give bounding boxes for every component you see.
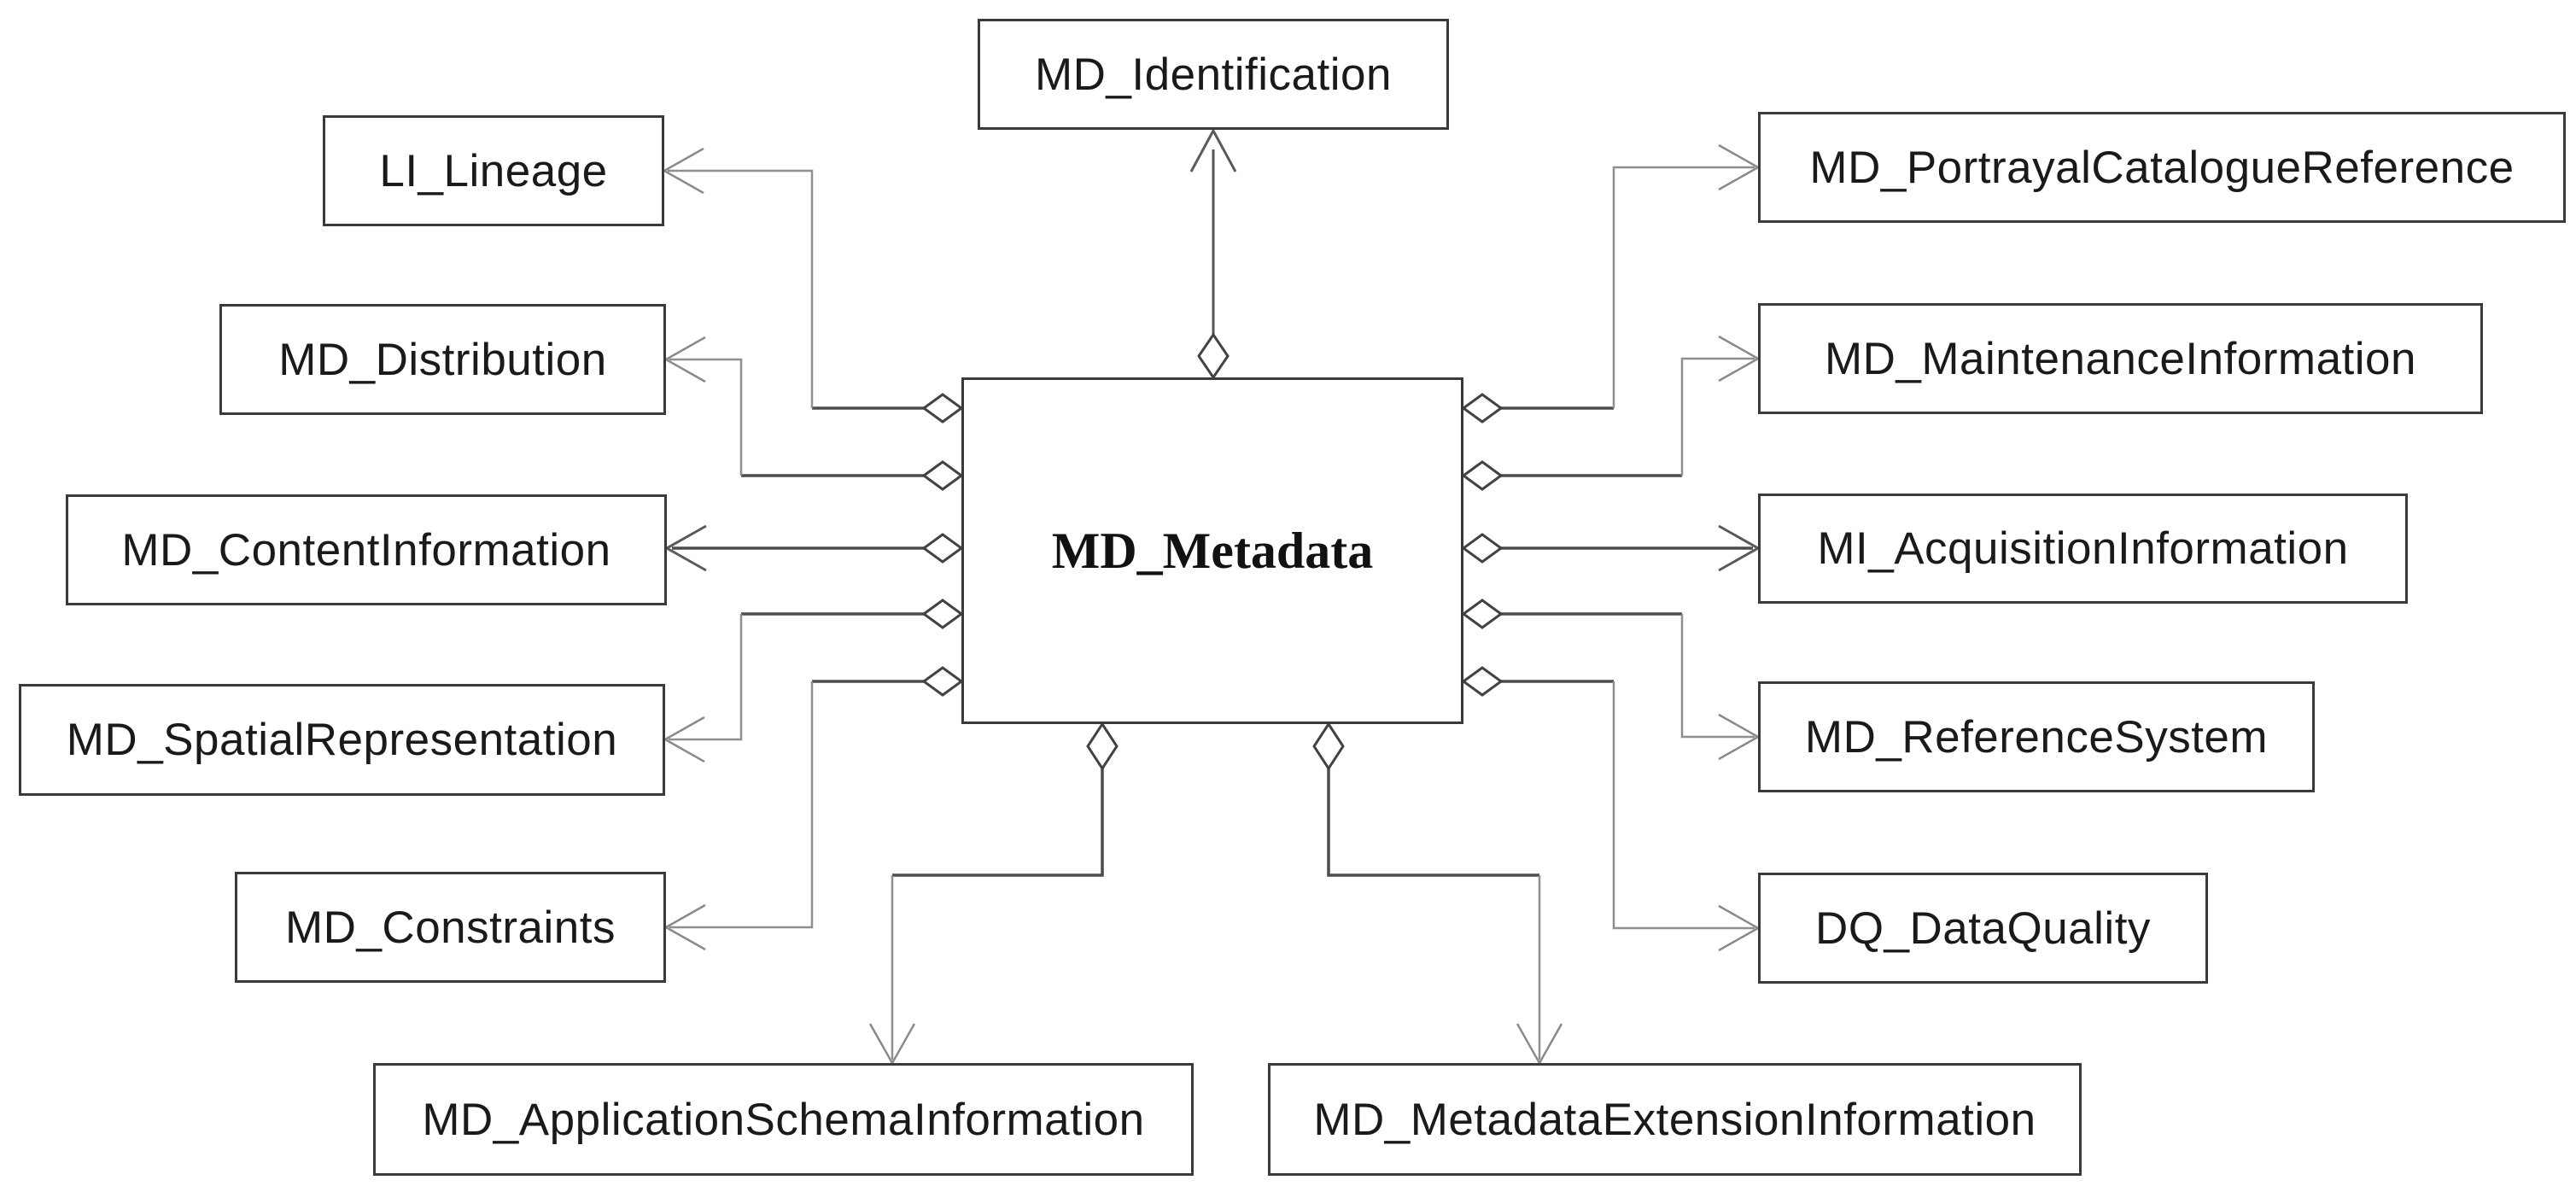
- aggregation-diamond-right-3: [1461, 533, 1504, 564]
- class-box-md-constraints: MD_Constraints: [235, 872, 666, 983]
- connector-maintenance: [1461, 335, 1761, 491]
- connector-acquisition: [1461, 524, 1761, 572]
- aggregation-diamond-left-5: [921, 666, 964, 697]
- arrowhead-left-spatial: [663, 716, 705, 763]
- aggregation-diamond-right-4: [1461, 599, 1504, 629]
- class-box-li-lineage: LI_Lineage: [323, 115, 664, 226]
- class-box-md-reference-system: MD_ReferenceSystem: [1758, 681, 2315, 792]
- connector-data-quality: [1461, 666, 1761, 952]
- aggregation-diamond-left-4: [921, 599, 964, 629]
- class-box-md-application-schema-information: MD_ApplicationSchemaInformation: [373, 1063, 1194, 1176]
- aggregation-diamond-left-3: [921, 533, 964, 564]
- class-box-md-portrayal-catalogue-reference: MD_PortrayalCatalogueReference: [1758, 112, 2566, 223]
- aggregation-diamond-left-2: [921, 460, 964, 491]
- connector-spatial-representation: [663, 599, 964, 763]
- connector-distribution: [663, 336, 964, 491]
- class-box-md-distribution: MD_Distribution: [219, 304, 666, 415]
- aggregation-diamond-right-1: [1461, 393, 1504, 424]
- class-box-md-spatial-representation: MD_SpatialRepresentation: [19, 684, 665, 796]
- connector-application-schema: [868, 722, 1119, 1066]
- aggregation-diamond-right-2: [1461, 460, 1504, 491]
- connector-identification: [1189, 127, 1237, 380]
- class-box-md-identification: MD_Identification: [978, 19, 1449, 130]
- arrowhead-left-constraints: [663, 903, 706, 951]
- arrowhead-left-content: [663, 524, 707, 572]
- class-box-mi-acquisition-information: MI_AcquisitionInformation: [1758, 494, 2408, 604]
- class-box-md-metadata-extension-information: MD_MetadataExtensionInformation: [1268, 1063, 2082, 1176]
- aggregation-diamond-top: [1197, 332, 1230, 380]
- aggregation-diamond-right-5: [1461, 666, 1504, 697]
- class-box-md-content-information: MD_ContentInformation: [66, 494, 667, 605]
- connector-content-information: [663, 524, 964, 572]
- class-box-md-maintenance-information: MD_MaintenanceInformation: [1758, 303, 2483, 414]
- class-box-dq-data-quality: DQ_DataQuality: [1758, 873, 2208, 984]
- connector-reference-system: [1461, 599, 1761, 761]
- connector-metadata-extension: [1312, 722, 1563, 1066]
- arrowhead-up-identification: [1189, 127, 1237, 172]
- aggregation-diamond-bottom-1: [1086, 722, 1119, 771]
- aggregation-diamond-left-1: [921, 393, 964, 424]
- connector-lineage: [662, 147, 964, 424]
- connector-constraints: [663, 666, 964, 951]
- arrowhead-left-lineage: [662, 147, 704, 195]
- arrowhead-left-distribution: [663, 336, 706, 383]
- connector-portrayal-catalogue: [1461, 143, 1761, 424]
- class-box-md-metadata: MD_Metadata: [961, 377, 1463, 724]
- aggregation-diamond-bottom-2: [1312, 722, 1345, 771]
